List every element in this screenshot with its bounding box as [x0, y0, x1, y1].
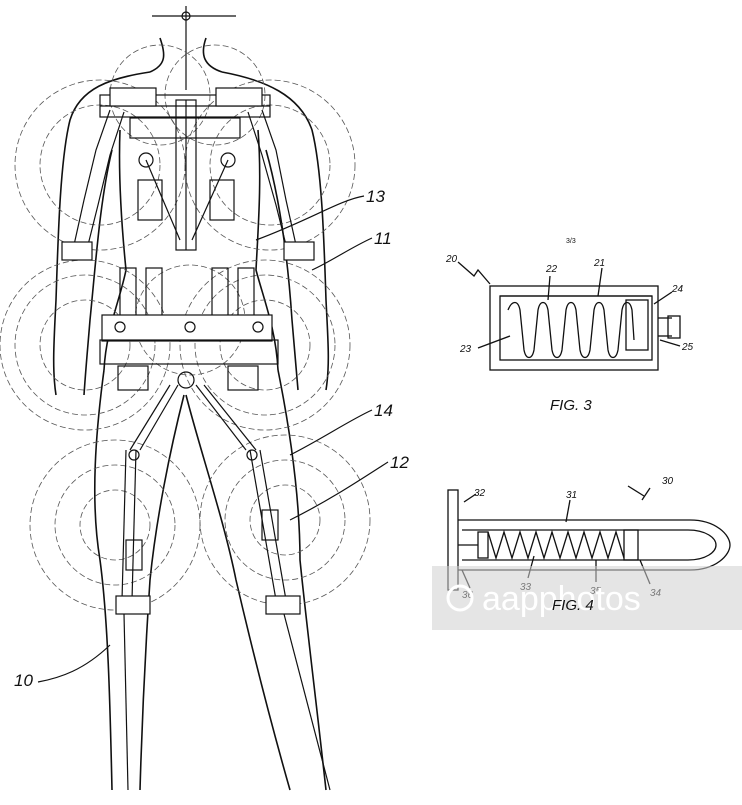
fig1-reference-numerals: 13 11 14 12 10: [14, 187, 409, 690]
ref-numeral-30: 30: [662, 476, 674, 487]
ref-numeral-12: 13: [366, 187, 385, 206]
ref-numeral-23: 23: [459, 344, 472, 355]
fig3-reference-numerals: 20 21 22 23 24 25 FIG. 3: [445, 254, 694, 414]
watermark-text: aapphotos: [482, 580, 641, 618]
page-number: 3/3: [566, 238, 576, 245]
watermark: aapphotos: [432, 566, 742, 630]
fig1-mechanism: [61, 87, 331, 791]
fig1-body-figure: [52, 6, 330, 791]
ref-numeral-20: 20: [445, 254, 458, 265]
fig3-drawing: [457, 261, 681, 371]
fig4-caption: FIG. 4: [552, 597, 594, 614]
ref-numeral-32: 32: [474, 488, 486, 499]
fig3-caption: FIG. 3: [550, 397, 592, 414]
ref-numeral-10: 10: [14, 671, 33, 690]
ref-numeral-31: 31: [566, 490, 577, 501]
ref-numeral-24: 24: [671, 284, 684, 295]
ref-numeral-21: 21: [593, 258, 605, 269]
ref-numeral-11: 11: [374, 229, 392, 248]
ref-numeral-13: 12: [390, 453, 409, 472]
ref-numeral-14: 14: [374, 401, 393, 420]
ref-numeral-25: 25: [681, 342, 694, 353]
watermark-logo-icon: [446, 584, 474, 612]
fig1-leader-lines: [37, 195, 389, 683]
ref-numeral-22: 22: [545, 264, 558, 275]
